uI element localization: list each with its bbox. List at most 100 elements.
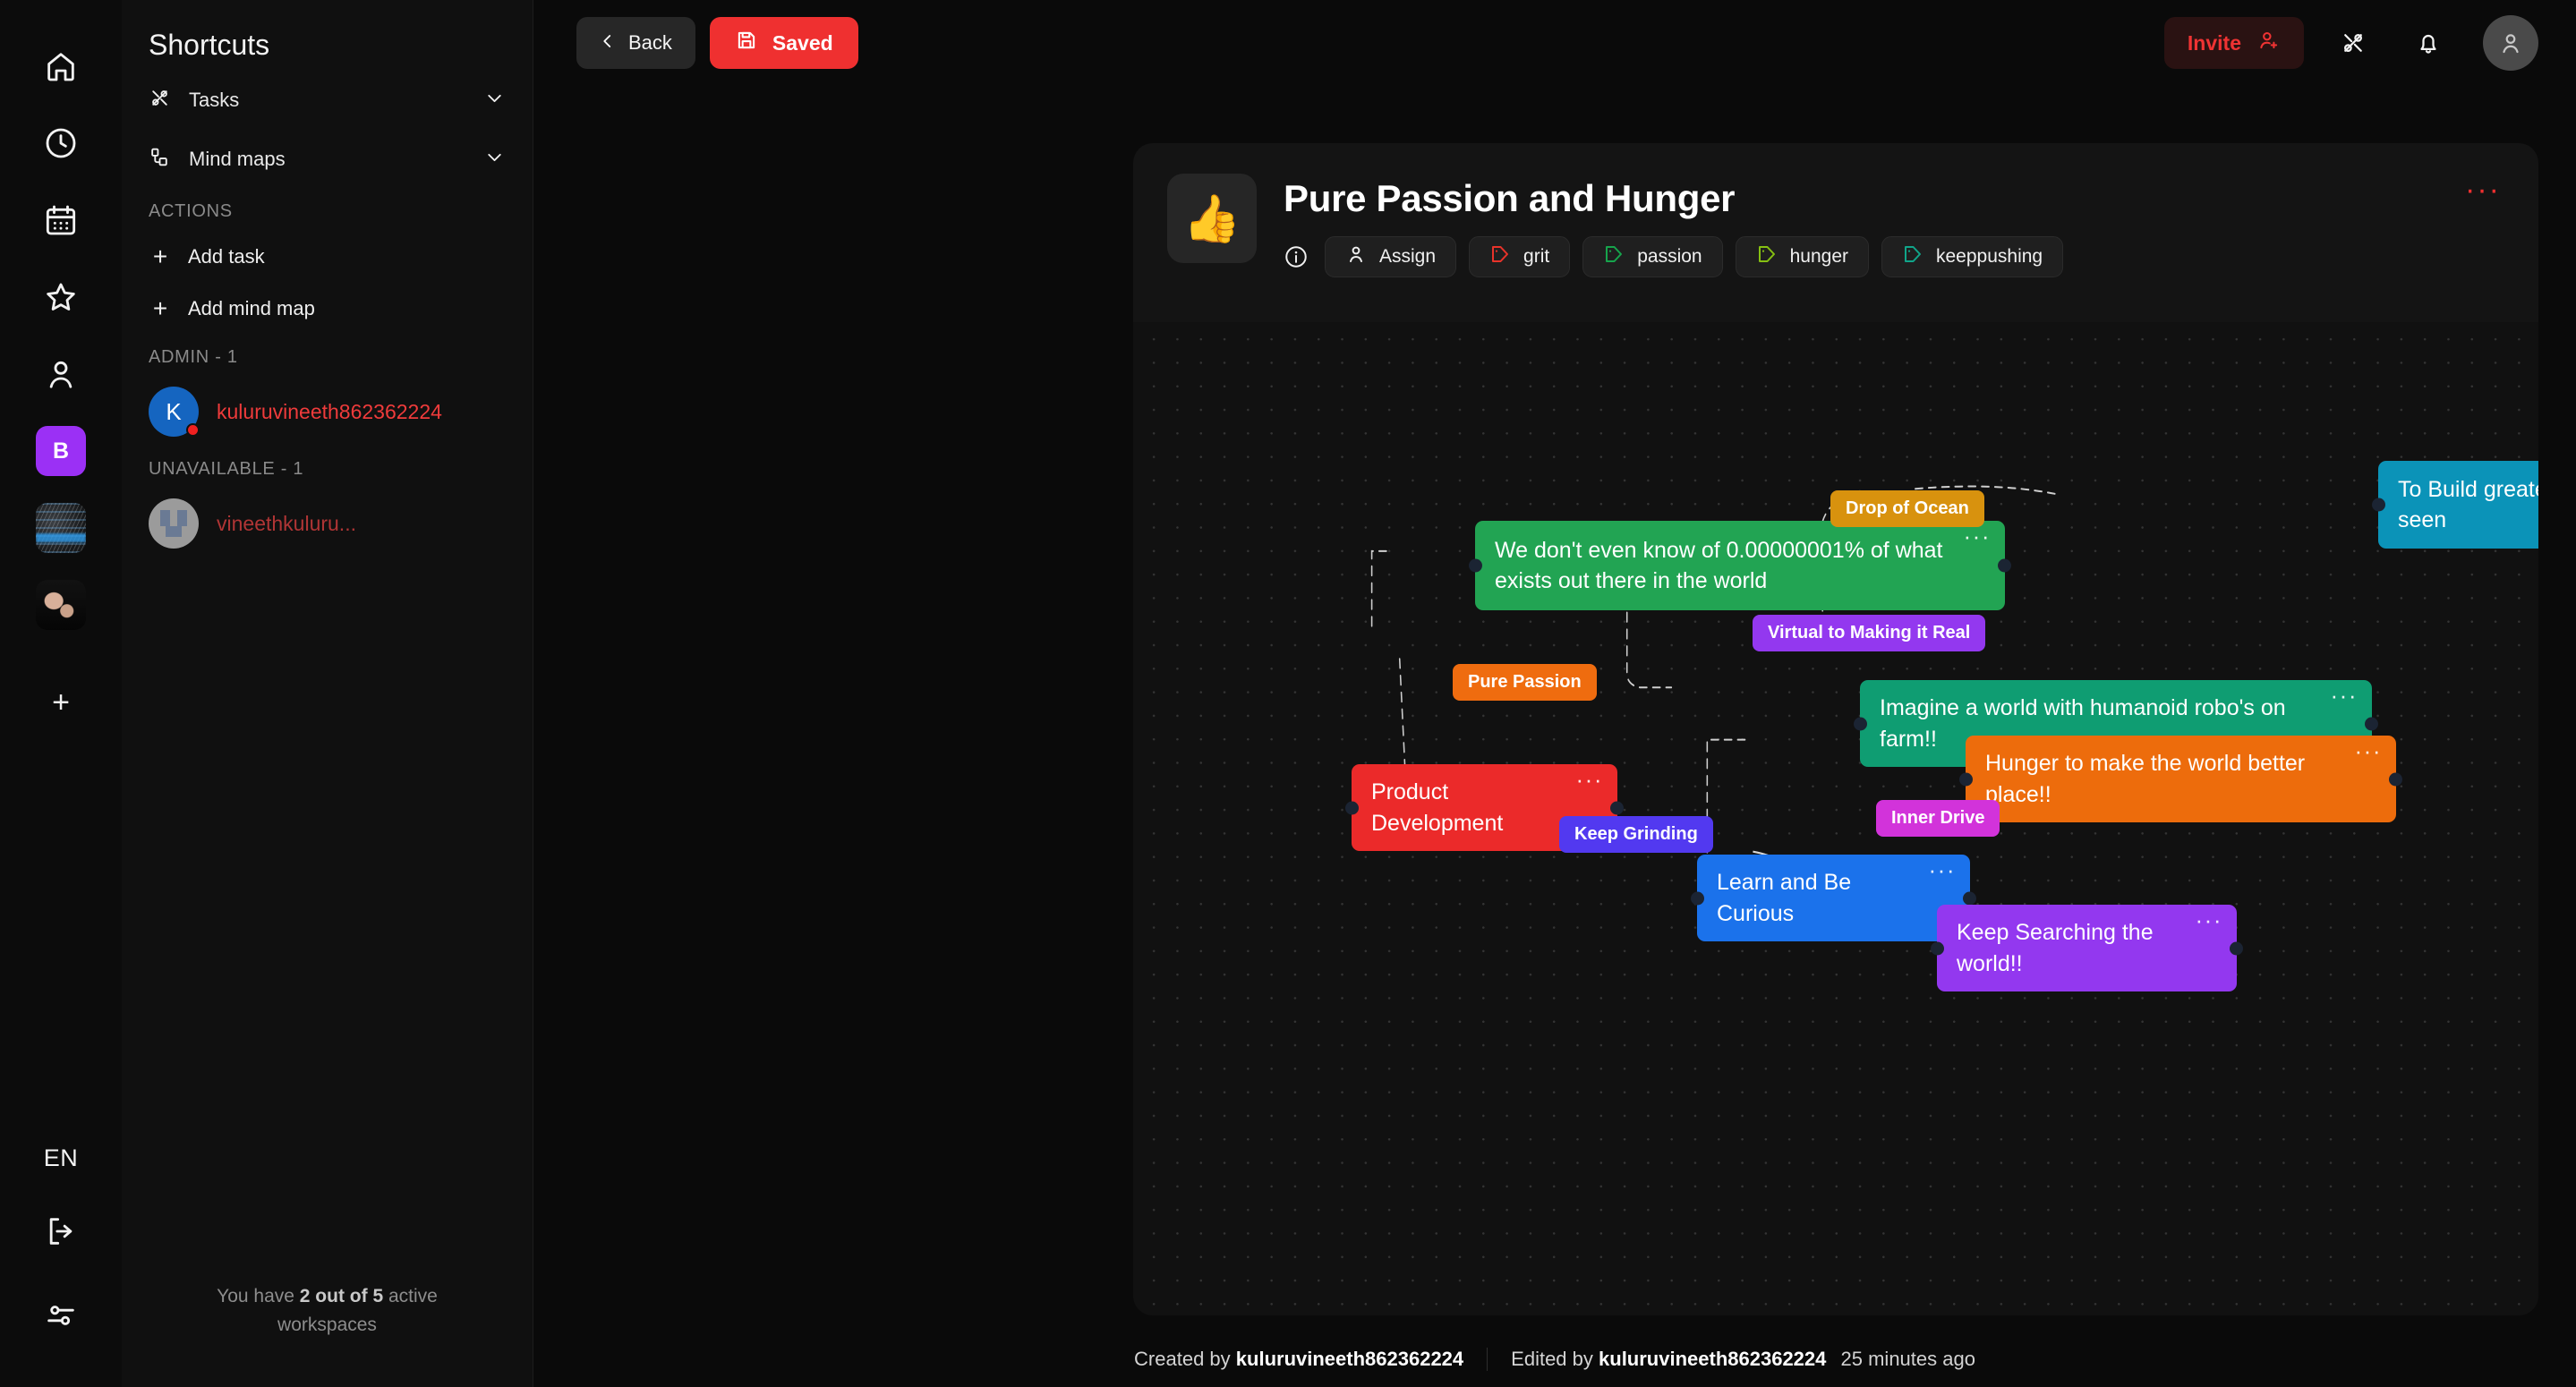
member-row-unavailable[interactable]: vineethkuluru... <box>122 489 533 558</box>
workspace-tile-b[interactable]: B <box>36 426 86 476</box>
edited-by-user: kuluruvineeth862362224 <box>1599 1348 1827 1370</box>
add-task-button[interactable]: + Add task <box>122 231 533 283</box>
node-text: Learn and Be Curious <box>1717 870 1852 926</box>
node-hunger[interactable]: Hunger to make the world better place!! … <box>1959 736 2402 822</box>
node-options-menu[interactable]: ··· <box>1928 856 1956 883</box>
node-port-left[interactable] <box>1469 558 1482 573</box>
tag-icon <box>1603 243 1625 270</box>
mindmap-header-text: Pure Passion and Hunger Assign <box>1284 174 2064 277</box>
tag-chip-grit[interactable]: grit <box>1469 236 1571 277</box>
clock-icon[interactable] <box>36 118 86 168</box>
edge-label-virtual-to-making-it-real[interactable]: Virtual to Making it Real <box>1753 615 1986 651</box>
chevron-down-icon[interactable] <box>483 146 506 173</box>
add-mind-map-button[interactable]: + Add mind map <box>122 283 533 335</box>
member-name: kuluruvineeth862362224 <box>217 399 442 423</box>
calendar-icon[interactable] <box>36 195 86 245</box>
rail-bottom-icons: EN <box>0 1144 122 1340</box>
node-options-menu[interactable]: ··· <box>2330 682 2358 709</box>
edge-label-keep-grinding[interactable]: Keep Grinding <box>1559 816 1713 853</box>
thumbs-up-icon: 👍 <box>1167 174 1257 263</box>
tag-chip-keeppushing[interactable]: keeppushing <box>1881 236 2064 277</box>
bell-icon[interactable] <box>2402 17 2454 69</box>
node-text: Hunger to make the world better place!! <box>1985 751 2306 807</box>
sidebar-item-tasks[interactable]: Tasks <box>122 71 533 130</box>
sidebar-item-label: Mind maps <box>189 148 286 170</box>
edge-label-inner-drive[interactable]: Inner Drive <box>1876 800 2000 837</box>
mindmap-card: 👍 Pure Passion and Hunger Assign <box>1133 143 2538 1315</box>
created-by-user: kuluruvineeth862362224 <box>1235 1348 1464 1370</box>
back-label: Back <box>628 31 672 54</box>
node-port-right[interactable] <box>1963 891 1976 905</box>
tag-chip-hunger[interactable]: hunger <box>1735 236 1869 277</box>
add-workspace-button[interactable]: + <box>52 685 70 719</box>
icon-rail: B + EN <box>0 0 122 1387</box>
member-row-admin[interactable]: K kuluruvineeth862362224 <box>122 377 533 447</box>
unavailable-group-heading: UNAVAILABLE - 1 <box>149 459 304 479</box>
node-text: Keep Searching the world!! <box>1957 920 2154 976</box>
node-port-right[interactable] <box>1610 801 1624 814</box>
node-options-menu[interactable]: ··· <box>1575 766 1603 793</box>
logout-icon[interactable] <box>36 1206 86 1256</box>
save-icon <box>735 29 758 57</box>
avatar[interactable] <box>2483 15 2538 71</box>
page-title: Pure Passion and Hunger <box>1284 177 1736 219</box>
workspace-tile-person[interactable] <box>36 580 86 630</box>
rail-top-icons: B + <box>36 41 86 718</box>
settings-sliders-icon[interactable] <box>36 1290 86 1340</box>
sidebar-item-mind-maps[interactable]: Mind maps <box>122 130 533 189</box>
node-port-right[interactable] <box>2389 772 2402 786</box>
mindmap-icon <box>149 146 171 173</box>
edited-by-label: Edited by <box>1511 1348 1593 1370</box>
node-port-right[interactable] <box>1998 558 2011 573</box>
node-port-left[interactable] <box>1959 772 1973 786</box>
node-build[interactable]: To Build greatest products the world has… <box>2372 461 2538 549</box>
saved-button[interactable]: Saved <box>709 17 858 69</box>
quota-count: 2 out of 5 <box>299 1285 384 1306</box>
node-port-left[interactable] <box>1854 717 1867 730</box>
created-by-label: Created by <box>1134 1348 1231 1370</box>
node-options-menu[interactable]: ··· <box>1963 523 1991 549</box>
edge-label-drop-of-ocean[interactable]: Drop of Ocean <box>1830 490 1984 527</box>
card-options-menu[interactable]: ··· <box>2465 173 2501 207</box>
invite-button[interactable]: Invite <box>2163 17 2304 69</box>
quota-prefix: You have <box>217 1285 300 1306</box>
avatar: K <box>149 387 200 437</box>
node-port-left[interactable] <box>1691 891 1704 905</box>
user-icon[interactable] <box>36 349 86 399</box>
plus-icon: + <box>152 243 168 270</box>
node-port-right[interactable] <box>2365 717 2378 730</box>
star-icon[interactable] <box>36 272 86 322</box>
edited-by-info: Edited by kuluruvineeth862362224 25 minu… <box>1487 1348 1999 1371</box>
tasks-icon[interactable] <box>2327 17 2379 69</box>
node-know[interactable]: We don't even know of 0.00000001% of wha… <box>1469 521 2011 610</box>
node-text: Imagine a world with humanoid robo's on … <box>1880 695 2286 752</box>
saved-label: Saved <box>772 30 833 55</box>
avatar <box>149 498 199 549</box>
edge-label-pure-passion[interactable]: Pure Passion <box>1453 664 1597 701</box>
chevron-down-icon[interactable] <box>483 87 506 114</box>
node-port-left[interactable] <box>1345 801 1359 814</box>
tag-chip-passion[interactable]: passion <box>1582 236 1723 277</box>
mindmap-canvas[interactable]: To Build greatest products the world has… <box>1133 322 2538 1315</box>
language-switcher[interactable]: EN <box>43 1144 79 1171</box>
node-learn-be-curious[interactable]: Learn and Be Curious ··· <box>1691 855 1976 941</box>
tag-icon <box>1902 243 1923 270</box>
assign-button[interactable]: Assign <box>1325 236 1457 277</box>
tag-label: hunger <box>1789 246 1848 267</box>
node-port-left[interactable] <box>1931 941 1944 955</box>
card-footer: Created by kuluruvineeth862362224 Edited… <box>533 1348 2576 1371</box>
tag-icon <box>1756 243 1778 270</box>
invite-label: Invite <box>2187 30 2241 55</box>
workspace-tile-twitter-marketing[interactable] <box>36 503 86 553</box>
mindmap-header: 👍 Pure Passion and Hunger Assign <box>1133 143 2538 277</box>
node-options-menu[interactable]: ··· <box>2195 906 2222 933</box>
info-icon[interactable] <box>1284 244 1309 269</box>
home-icon[interactable] <box>36 41 86 91</box>
node-keep-searching[interactable]: Keep Searching the world!! ··· <box>1931 905 2243 991</box>
node-port-left[interactable] <box>2372 498 2385 512</box>
node-options-menu[interactable]: ··· <box>2354 737 2382 764</box>
actions-heading: ACTIONS <box>149 201 233 221</box>
node-port-right[interactable] <box>2230 941 2243 955</box>
assign-label: Assign <box>1379 246 1437 267</box>
back-button[interactable]: Back <box>576 17 695 69</box>
